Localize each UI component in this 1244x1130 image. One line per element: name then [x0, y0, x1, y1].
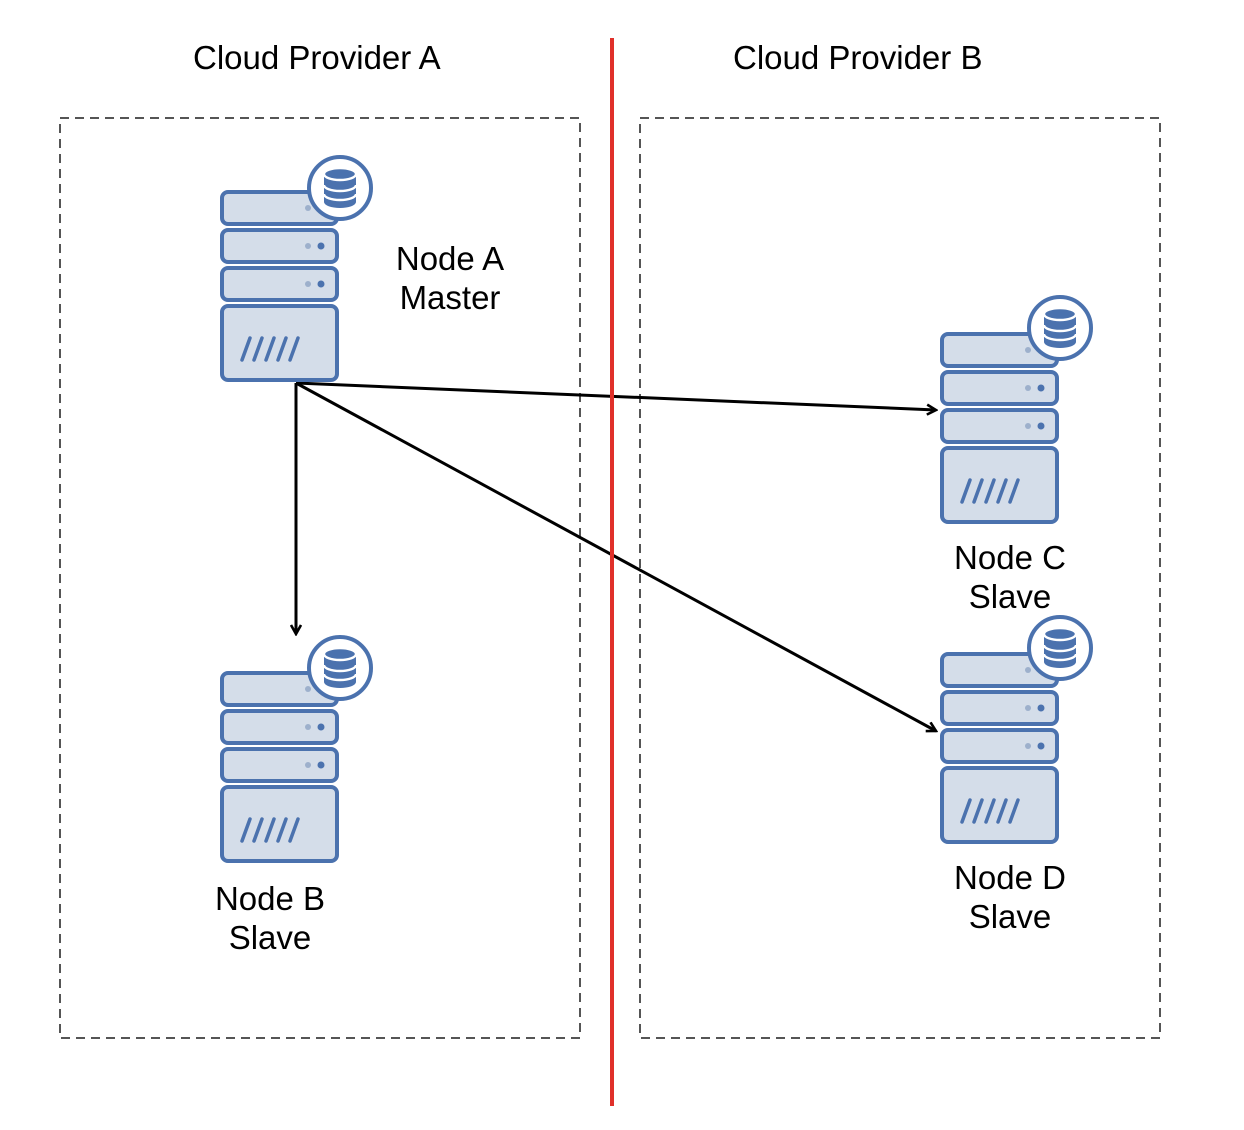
- zone-title-a: Cloud Provider A: [193, 39, 441, 76]
- node-a-name: Node A: [395, 240, 505, 277]
- node-d-database-icon: [1027, 615, 1093, 681]
- node-a-label: Node A Master: [360, 239, 540, 317]
- node-b-database-icon: [307, 635, 373, 701]
- zone-title-b: Cloud Provider B: [733, 39, 983, 76]
- zone-cloud-provider-a: [59, 117, 581, 1039]
- node-c-name: Node C: [954, 539, 1066, 576]
- node-d-name: Node D: [954, 859, 1066, 896]
- node-d-role: Slave: [968, 898, 1052, 935]
- node-d-label: Node D Slave: [920, 858, 1100, 936]
- node-a-server-icon: [220, 190, 339, 382]
- node-c-server-icon: [940, 332, 1059, 524]
- arrow-a-to-c: [295, 381, 936, 410]
- node-b-label: Node B Slave: [180, 879, 360, 957]
- node-c-role: Slave: [968, 578, 1052, 615]
- node-b-server-icon: [220, 671, 339, 863]
- node-b-role: Slave: [228, 919, 312, 956]
- zone-cloud-provider-b: [639, 117, 1161, 1039]
- node-c-database-icon: [1027, 295, 1093, 361]
- node-a-role: Master: [399, 279, 501, 316]
- node-c-label: Node C Slave: [920, 538, 1100, 616]
- arrow-a-to-d: [295, 381, 936, 731]
- node-d-server-icon: [940, 652, 1059, 844]
- node-b-name: Node B: [214, 880, 326, 917]
- node-a-database-icon: [307, 155, 373, 221]
